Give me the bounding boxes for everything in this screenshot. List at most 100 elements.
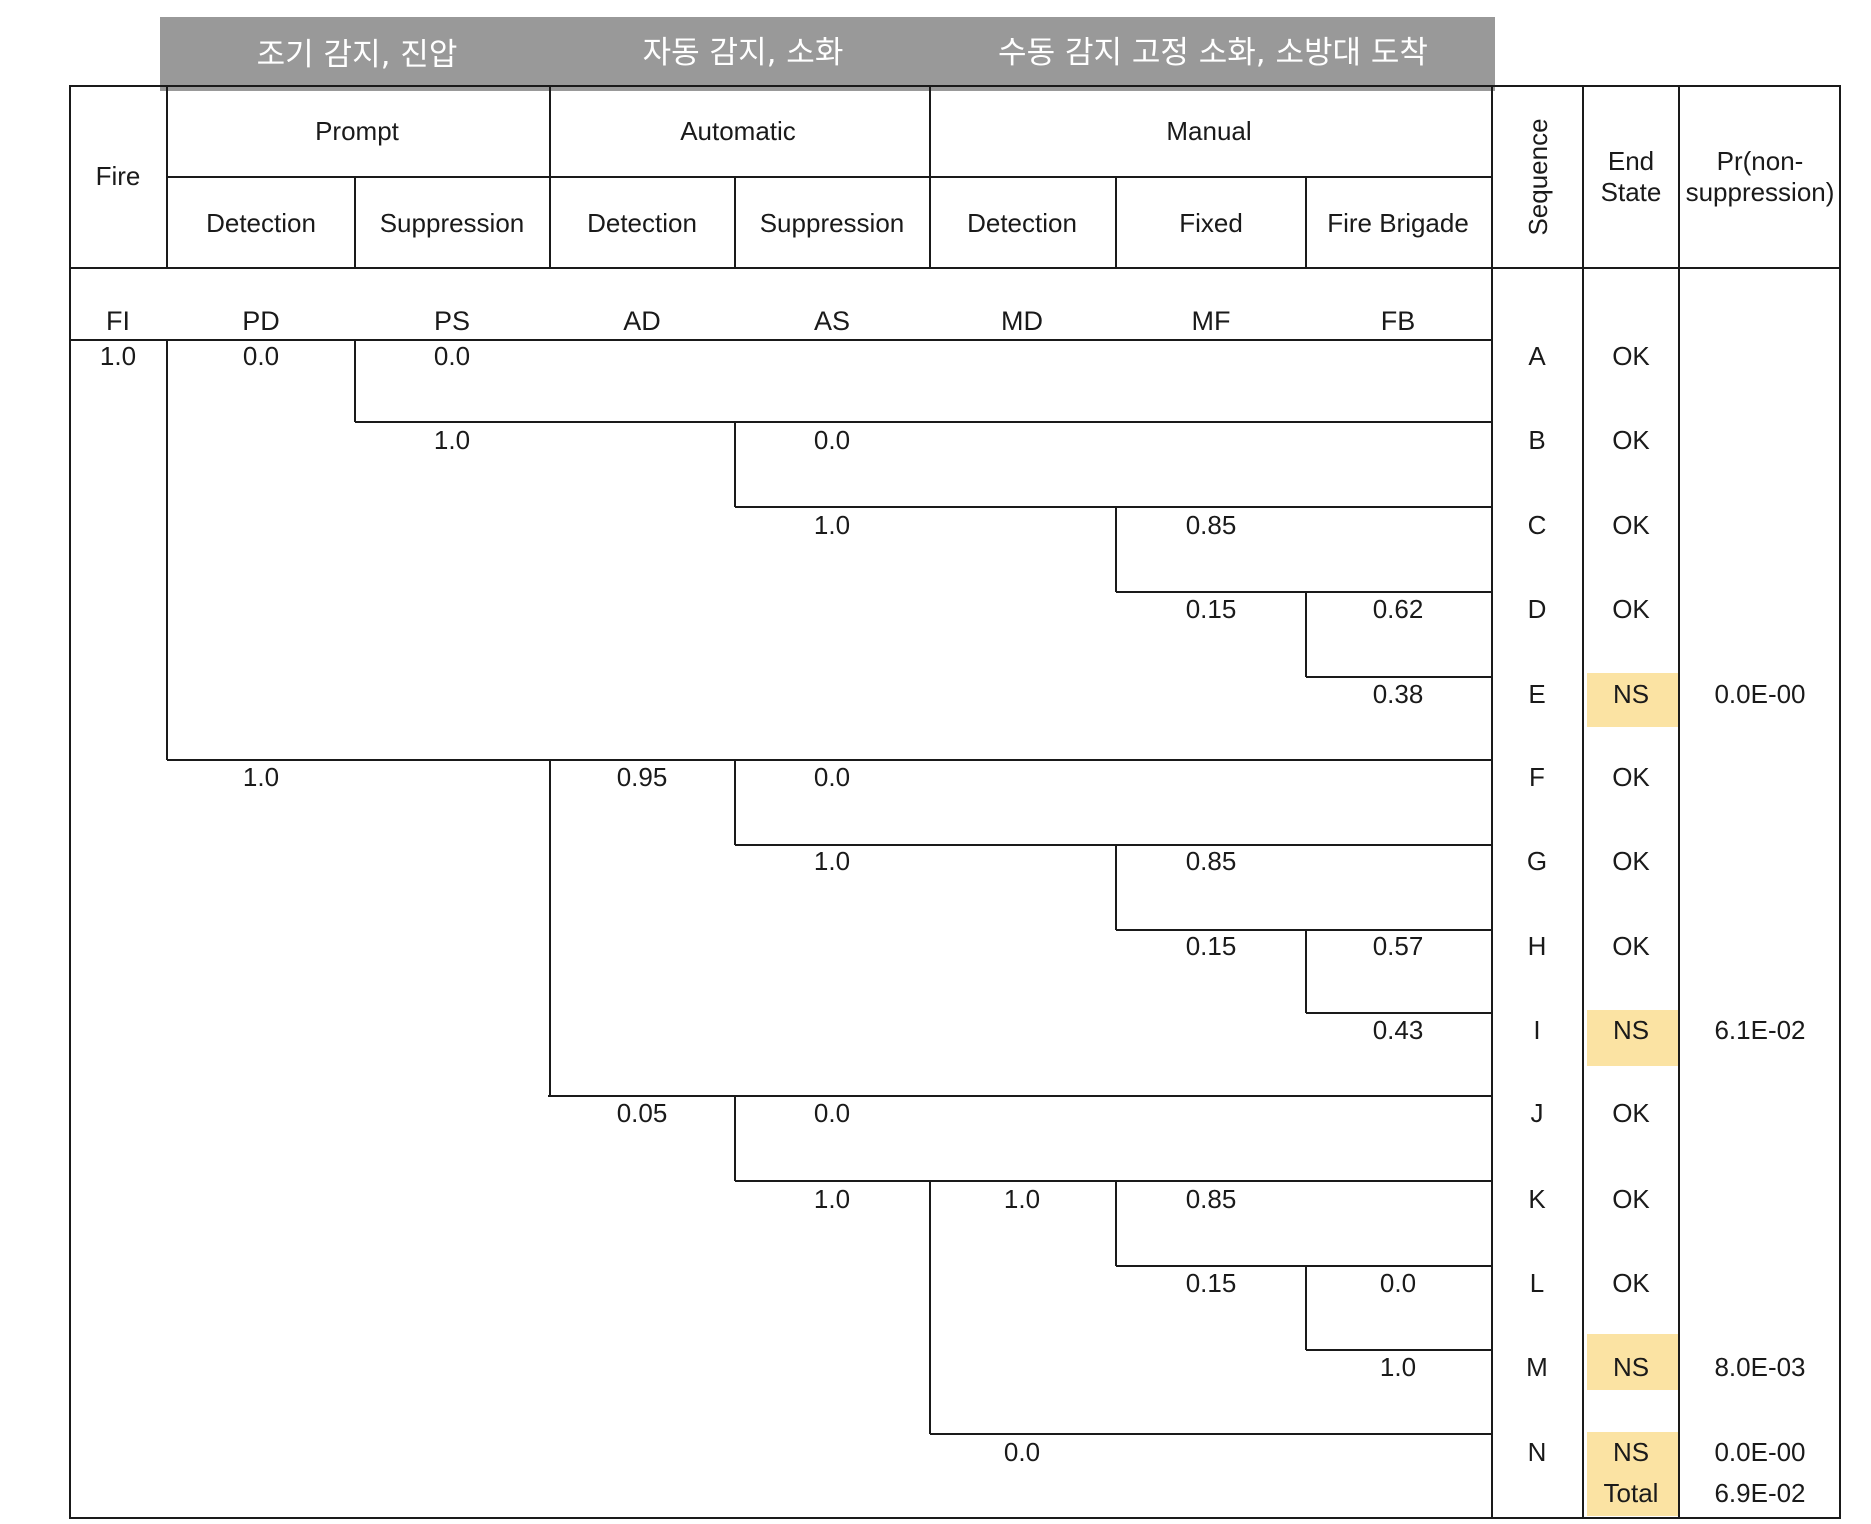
prob-fb-5: 0.0 <box>1380 1268 1416 1298</box>
header-pr-line1: Pr(non- <box>1717 146 1804 176</box>
prob-fb-1: 0.62 <box>1373 594 1424 624</box>
banner-automatic <box>560 17 940 91</box>
pr-nonsuppression-column: 0.0E-00 6.1E-02 8.0E-03 0.0E-00 6.9E-02 <box>1714 679 1805 1508</box>
banner-automatic-text: 자동 감지, 소화 <box>643 35 844 71</box>
end-state: OK <box>1612 1098 1650 1128</box>
banner-manual-text: 수동 감지 고정 소화, 소방대 도착 <box>998 35 1428 71</box>
prob-fb-2: 0.38 <box>1373 679 1424 709</box>
code-fi: FI <box>106 306 130 336</box>
prob-ps-fail: 1.0 <box>434 425 470 455</box>
sequence-id: F <box>1529 762 1545 792</box>
header-group-prompt: Prompt <box>315 116 400 146</box>
header-group-manual: Manual <box>1166 116 1251 146</box>
code-ad: AD <box>623 306 661 336</box>
ns-highlight-e <box>1587 673 1679 727</box>
header-end-state-line2: State <box>1601 177 1662 207</box>
ns-highlight-m <box>1587 1334 1679 1390</box>
end-state: OK <box>1612 1184 1650 1214</box>
sequence-id: G <box>1527 846 1547 876</box>
banner-prompt-text: 조기 감지, 진압 <box>257 37 458 73</box>
end-state: OK <box>1612 425 1650 455</box>
code-mf: MF <box>1192 306 1231 336</box>
sequence-id: D <box>1528 594 1547 624</box>
total-value: 6.9E-02 <box>1714 1478 1805 1508</box>
total-label: Total <box>1604 1478 1659 1508</box>
sequence-id: H <box>1528 931 1547 961</box>
pr-value: 0.0E-00 <box>1714 679 1805 709</box>
sequence-id: E <box>1528 679 1545 709</box>
banner-prompt <box>160 17 560 91</box>
header-sub-auto-detection: Detection <box>587 208 697 238</box>
end-state: OK <box>1612 341 1650 371</box>
prob-ps-success: 0.0 <box>434 341 470 371</box>
end-state: OK <box>1612 931 1650 961</box>
end-state: OK <box>1612 1268 1650 1298</box>
column-codes: FI PD PS AD AS MD MF FB <box>106 306 1415 336</box>
prob-pd-fail: 1.0 <box>243 762 279 792</box>
end-state: NS <box>1613 1352 1649 1382</box>
prob-as-5: 0.0 <box>814 1098 850 1128</box>
header-sub-auto-suppression: Suppression <box>760 208 905 238</box>
prob-mf-1: 0.85 <box>1186 510 1237 540</box>
sequence-id: I <box>1533 1015 1540 1045</box>
branch-probabilities: 1.0 0.0 1.0 0.0 1.0 0.95 0.05 0.0 1.0 0.… <box>100 341 1423 1467</box>
prob-mf-5: 0.85 <box>1186 1184 1237 1214</box>
header-sub-manual-detection: Detection <box>967 208 1077 238</box>
prob-as-1: 0.0 <box>814 425 850 455</box>
sequence-id: L <box>1530 1268 1544 1298</box>
end-state: OK <box>1612 594 1650 624</box>
banner-row: 조기 감지, 진압 자동 감지, 소화 수동 감지 고정 소화, 소방대 도착 <box>160 17 1495 91</box>
prob-ad-success: 0.95 <box>617 762 668 792</box>
prob-as-4: 1.0 <box>814 846 850 876</box>
end-state: OK <box>1612 762 1650 792</box>
header: Fire Prompt Automatic Manual Detection S… <box>96 116 1835 238</box>
end-state: NS <box>1613 1437 1649 1467</box>
code-md: MD <box>1001 306 1043 336</box>
code-fb: FB <box>1381 306 1416 336</box>
table-border <box>69 85 1841 1519</box>
sequence-id: N <box>1528 1437 1547 1467</box>
end-state: NS <box>1613 679 1649 709</box>
ns-highlight-i <box>1587 1010 1679 1066</box>
prob-fb-4: 0.43 <box>1373 1015 1424 1045</box>
prob-md-success: 1.0 <box>1004 1184 1040 1214</box>
pr-value: 8.0E-03 <box>1714 1352 1805 1382</box>
prob-fb-3: 0.57 <box>1373 931 1424 961</box>
end-state: OK <box>1612 510 1650 540</box>
sequence-id: C <box>1528 510 1547 540</box>
prob-md-fail: 0.0 <box>1004 1437 1040 1467</box>
header-sequence: Sequence <box>1523 118 1553 235</box>
header-group-automatic: Automatic <box>680 116 796 146</box>
sequence-id: K <box>1528 1184 1546 1214</box>
ns-highlights <box>1587 673 1679 1516</box>
prob-as-3: 0.0 <box>814 762 850 792</box>
sequence-id: J <box>1531 1098 1544 1128</box>
sequence-column: A B C D E F G H I J K L M N <box>1526 341 1548 1467</box>
event-tree-branches <box>70 339 1492 1435</box>
code-ps: PS <box>434 306 470 336</box>
code-as: AS <box>814 306 850 336</box>
header-sub-prompt-detection: Detection <box>206 208 316 238</box>
ns-highlight-n <box>1587 1432 1679 1516</box>
prob-fi: 1.0 <box>100 341 136 371</box>
sequence-id: M <box>1526 1352 1548 1382</box>
end-state: NS <box>1613 1015 1649 1045</box>
header-end-state-line1: End <box>1608 146 1654 176</box>
header-fire: Fire <box>96 161 141 191</box>
code-pd: PD <box>242 306 280 336</box>
pr-value: 6.1E-02 <box>1714 1015 1805 1045</box>
header-pr-line2: suppression) <box>1686 177 1835 207</box>
prob-mf-6: 0.15 <box>1186 1268 1237 1298</box>
prob-pd-success: 0.0 <box>243 341 279 371</box>
prob-mf-3: 0.85 <box>1186 846 1237 876</box>
sequence-id: B <box>1528 425 1545 455</box>
prob-fb-6: 1.0 <box>1380 1352 1416 1382</box>
pr-value: 0.0E-00 <box>1714 1437 1805 1467</box>
prob-ad-fail: 0.05 <box>617 1098 668 1128</box>
header-sub-manual-fixed: Fixed <box>1179 208 1243 238</box>
end-state-column: OK OK OK OK NS OK OK OK NS OK OK OK NS N… <box>1604 341 1659 1508</box>
prob-as-2: 1.0 <box>814 510 850 540</box>
header-sub-fire-brigade: Fire Brigade <box>1327 208 1469 238</box>
banner-manual <box>940 17 1495 91</box>
